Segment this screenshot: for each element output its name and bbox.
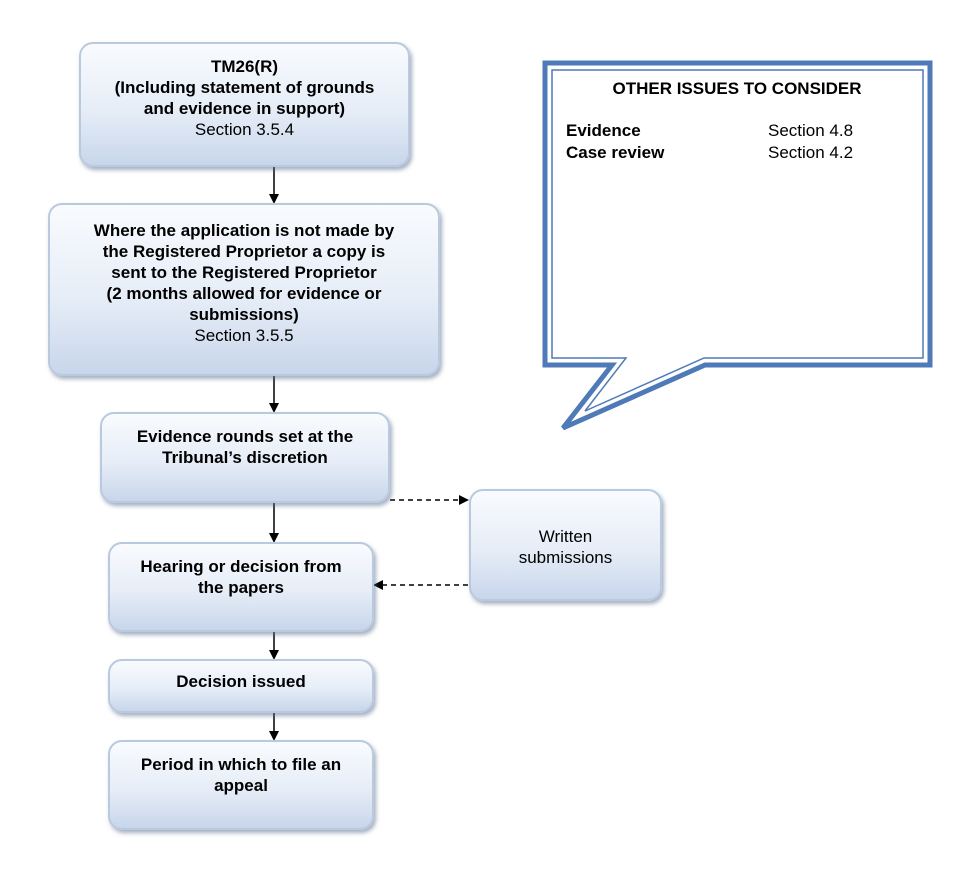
callout-title: OTHER ISSUES TO CONSIDER — [612, 79, 862, 98]
appeal-line1: Period in which to file an — [140, 755, 342, 774]
copy-sent-line3: sent to the Registered Proprietor — [111, 263, 377, 282]
callout-row: Case review Section 4.2 — [566, 142, 908, 164]
tm26-box: TM26(R) (Including statement of grounds … — [79, 42, 410, 167]
appeal-line2: appeal — [214, 776, 268, 795]
decision-box: Decision issued — [108, 659, 374, 713]
copy-sent-line2: the Registered Proprietor a copy is — [102, 242, 386, 261]
evidence-rounds-line2: Tribunal’s discretion — [162, 448, 328, 467]
hearing-line1: Hearing or decision from — [140, 557, 342, 576]
evidence-rounds-box: Evidence rounds set at the Tribunal’s di… — [100, 412, 390, 503]
callout-row-label: Evidence — [566, 121, 641, 140]
written-submissions-box: Written submissions — [469, 489, 662, 601]
tm26-title: TM26(R) — [210, 57, 279, 76]
callout-row-value: Section 4.8 — [768, 121, 854, 140]
hearing-box: Hearing or decision from the papers — [108, 542, 374, 632]
callout-row-label: Case review — [566, 143, 665, 162]
callout-row-value: Section 4.2 — [768, 143, 854, 162]
written-submissions-line1: Written — [538, 527, 593, 546]
written-submissions-line2: submissions — [518, 548, 613, 567]
tm26-section: Section 3.5.4 — [194, 120, 295, 139]
tm26-line2: and evidence in support) — [143, 99, 346, 118]
hearing-line2: the papers — [198, 578, 284, 597]
copy-sent-box: Where the application is not made by the… — [48, 203, 440, 376]
evidence-rounds-line1: Evidence rounds set at the — [136, 427, 354, 446]
callout-bubble — [542, 60, 933, 431]
decision-line1: Decision issued — [176, 672, 306, 691]
copy-sent-section: Section 3.5.5 — [194, 326, 294, 345]
callout-row: Evidence Section 4.8 — [566, 120, 908, 142]
callout-content: OTHER ISSUES TO CONSIDER Evidence Sectio… — [566, 78, 908, 164]
copy-sent-line1: Where the application is not made by — [93, 221, 395, 240]
copy-sent-line4: (2 months allowed for evidence or — [106, 284, 382, 303]
copy-sent-line5: submissions) — [189, 305, 299, 324]
appeal-box: Period in which to file an appeal — [108, 740, 374, 830]
tm26-line1: (Including statement of grounds — [114, 78, 375, 97]
